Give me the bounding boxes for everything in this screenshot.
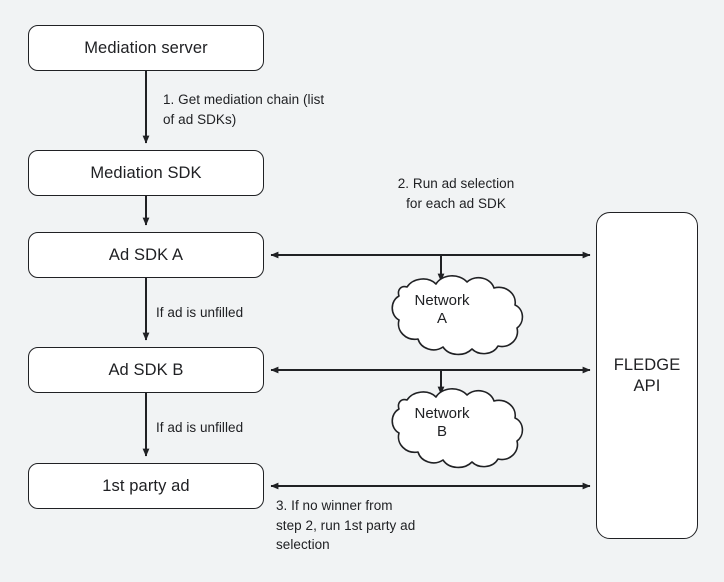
node-ad-sdk-a-label: Ad SDK A [108,245,184,264]
node-fledge-api-label: FLEDGE API [613,355,681,395]
node-first-party-ad-label: 1st party ad [102,476,190,495]
node-first-party-ad[interactable]: 1st party ad [28,463,264,509]
node-mediation-server-label: Mediation server [84,38,208,57]
edge-label-step-1: 1. Get mediation chain (list of ad SDKs) [163,92,325,127]
node-mediation-sdk-label: Mediation SDK [90,163,202,182]
node-fledge-api[interactable]: FLEDGE API [596,212,698,539]
network-b-cloud-shape [391,388,524,469]
edge-label-unfilled-a: If ad is unfilled [156,305,244,320]
node-ad-sdk-b[interactable]: Ad SDK B [28,347,264,393]
edge-label-step-2: 2. Run ad selection for each ad SDK [397,176,515,211]
network-a-cloud-shape [391,275,524,356]
node-mediation-server[interactable]: Mediation server [28,25,264,71]
edge-label-step-3: 3. If no winner from step 2, run 1st par… [276,498,416,553]
node-mediation-sdk[interactable]: Mediation SDK [28,150,264,196]
node-ad-sdk-b-label: Ad SDK B [108,360,184,379]
node-ad-sdk-a[interactable]: Ad SDK A [28,232,264,278]
edge-label-unfilled-b: If ad is unfilled [156,420,244,435]
